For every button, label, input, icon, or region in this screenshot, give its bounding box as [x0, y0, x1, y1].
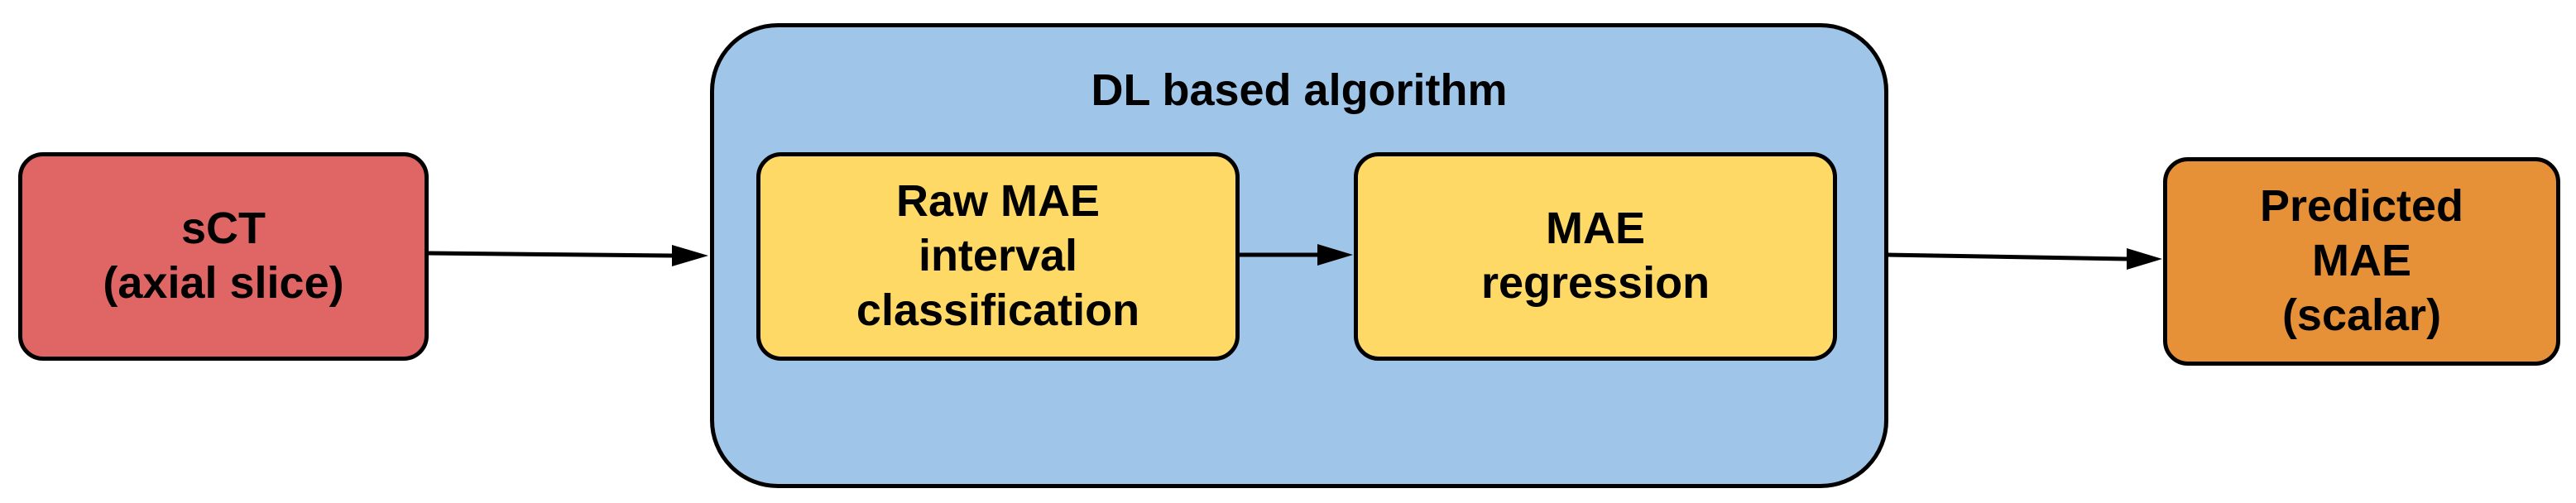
output-node-label: Predicted MAE (scalar) — [2259, 181, 2464, 340]
step-node-label: Raw MAE interval classification — [856, 176, 1140, 335]
arrowhead-icon — [2127, 248, 2162, 270]
input-node-sct: sCT (axial slice) — [18, 152, 429, 361]
step-node-label: MAE regression — [1480, 204, 1710, 308]
step-node-raw-mae-classification: Raw MAE interval classification — [756, 152, 1240, 361]
algorithm-title: DL based algorithm — [1091, 65, 1508, 115]
step-node-mae-regression: MAE regression — [1354, 152, 1837, 361]
arrow-algorithm-to-output — [1888, 248, 2162, 270]
arrow-sct-to-algorithm — [428, 245, 708, 266]
input-node-label: sCT (axial slice) — [103, 204, 344, 308]
output-node-predicted-mae: Predicted MAE (scalar) — [2163, 157, 2560, 366]
arrowhead-icon — [672, 245, 708, 266]
